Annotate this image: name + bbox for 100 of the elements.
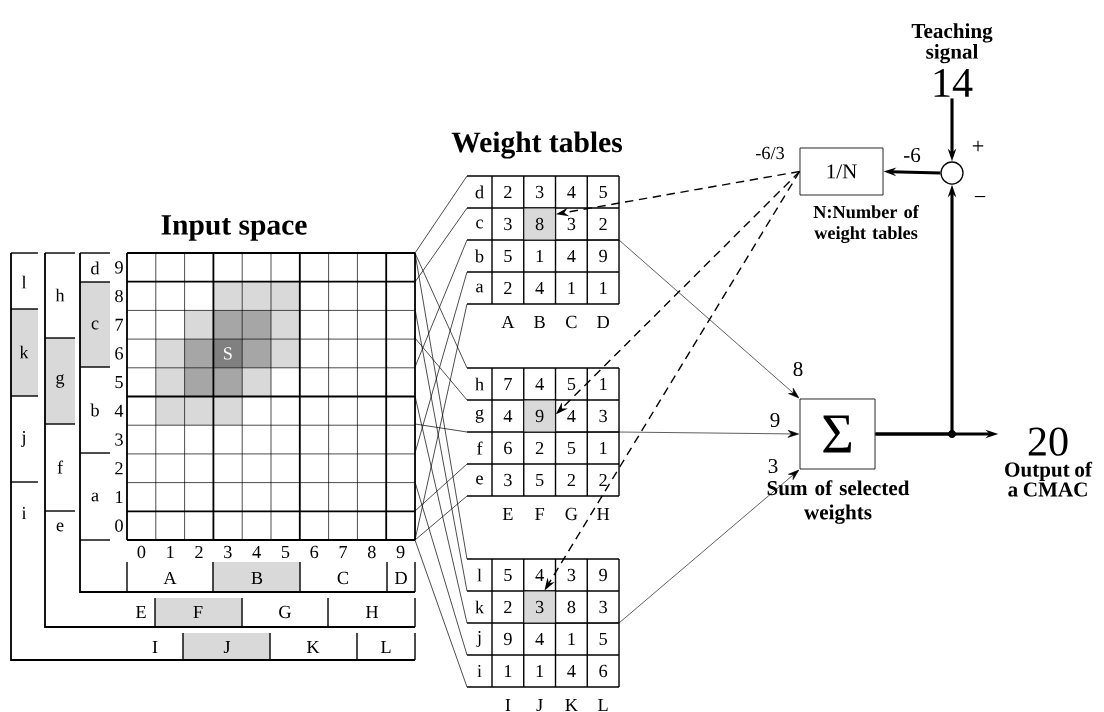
interval-label: l: [21, 275, 27, 289]
weight-value: 4: [567, 186, 576, 198]
column-label: J: [536, 698, 543, 712]
axis-number: 4: [114, 404, 124, 417]
column-label: I: [505, 699, 511, 711]
weight-value: 1: [600, 442, 607, 455]
teaching-signal-label: Teaching signal 14: [911, 23, 993, 97]
edge-label: 9: [768, 411, 782, 429]
column-label: D: [597, 316, 609, 328]
weight-value: 1: [568, 282, 575, 295]
edge-label: -6: [901, 146, 923, 164]
interval-label: a: [91, 492, 99, 502]
weight-value: 4: [535, 633, 544, 645]
axis-number: 5: [115, 376, 123, 389]
weight-value: 5: [567, 441, 576, 455]
interval-label: d: [91, 261, 100, 275]
axis-number: 1: [116, 490, 123, 503]
row-label: c: [476, 219, 483, 229]
interval-label: D: [394, 572, 407, 584]
axis-number: 8: [367, 545, 376, 559]
interval-label: j: [20, 431, 25, 447]
column-label: H: [597, 508, 610, 520]
interval-label: A: [163, 572, 177, 585]
weight-value: 5: [567, 377, 576, 391]
edge-label: 8: [791, 360, 805, 378]
weight-value: 2: [567, 473, 575, 487]
heading: Input space: [161, 215, 307, 241]
weight-value: 5: [504, 568, 512, 582]
axis-number: 2: [195, 545, 203, 559]
interval-label: b: [90, 403, 99, 417]
axis-number: 3: [115, 433, 123, 446]
weight-value: 4: [567, 665, 576, 678]
row-label: l: [477, 568, 482, 582]
weight-value: 5: [536, 473, 544, 487]
weight-value: 8: [567, 600, 576, 614]
weight-value: 1: [600, 282, 607, 295]
interval-label: e: [56, 522, 64, 532]
weight-value: 4: [535, 569, 544, 581]
weight-value: 3: [599, 409, 607, 423]
column-label: A: [501, 316, 515, 329]
arrow: [555, 469, 800, 624]
row-label: h: [475, 377, 484, 391]
column-label: K: [565, 699, 578, 711]
interval-label: B: [251, 572, 263, 584]
axis-number: 5: [281, 545, 290, 559]
row-label: d: [475, 185, 484, 199]
output-label: 20 Output of a CMAC: [1005, 427, 1093, 497]
row-label: b: [474, 249, 484, 263]
column-label: F: [535, 508, 545, 520]
interval-label: I: [152, 641, 158, 653]
sum-box: Σ: [799, 398, 876, 470]
interval-label: J: [223, 640, 231, 654]
weight-value: 2: [599, 473, 607, 487]
weight-value: 3: [567, 217, 576, 231]
interval-label: K: [306, 641, 320, 653]
node-label: N:Number of weight tables: [813, 205, 919, 243]
weight-value: 5: [504, 249, 512, 263]
axis-number: 8: [115, 289, 123, 303]
weight-value: 1: [536, 250, 544, 263]
axis-number: 0: [137, 545, 146, 559]
axis-number: 7: [339, 546, 348, 558]
weight-value: 5: [599, 632, 607, 646]
weight-value: 1: [568, 633, 575, 646]
weight-value: 7: [504, 378, 512, 390]
selected-weight-cell: 3: [523, 590, 556, 624]
sign-label: +: [972, 140, 984, 152]
interval-label: L: [380, 641, 391, 653]
weight-value: 2: [504, 281, 512, 295]
weight-value: 4: [567, 250, 576, 262]
interval-label: G: [279, 605, 292, 619]
selected-weight-cell: 9: [523, 399, 556, 433]
interval-label: f: [57, 460, 64, 474]
row-label: j: [476, 631, 481, 647]
heading: Weight tables: [451, 131, 622, 159]
interval-label: g: [56, 374, 65, 388]
weight-value: 9: [503, 632, 512, 646]
axis-number: 2: [115, 462, 123, 475]
axis-number: 1: [167, 546, 174, 559]
interval-label: c: [91, 320, 99, 330]
axis-number: 6: [115, 347, 124, 360]
weight-value: 2: [535, 441, 544, 455]
weight-value: 5: [599, 185, 607, 199]
row-label: f: [477, 441, 483, 455]
row-label: a: [476, 283, 484, 293]
arrow: [555, 239, 800, 399]
weight-value: 3: [599, 600, 607, 614]
axis-number: 9: [115, 261, 123, 274]
weight-value: 2: [599, 217, 607, 231]
axis-number: 6: [310, 545, 319, 559]
row-label: k: [475, 600, 485, 614]
interval-label: i: [21, 506, 27, 520]
weight-value: 3: [504, 473, 512, 487]
selected-weight-cell: 8: [523, 207, 556, 241]
weight-value: 2: [504, 185, 512, 199]
weight-value: 6: [504, 441, 512, 455]
weight-value: 3: [567, 568, 576, 582]
axis-number: 9: [396, 545, 405, 559]
column-label: B: [534, 316, 545, 328]
weight-value: 9: [599, 568, 607, 582]
row-label: e: [476, 475, 483, 485]
